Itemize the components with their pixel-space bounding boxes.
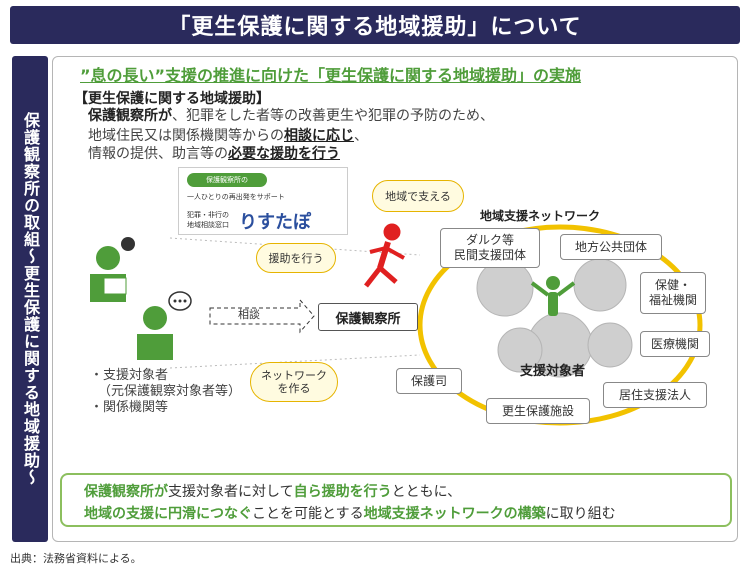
definition-line-1: 保護観察所が、犯罪をした者等の改善更生や犯罪の予防のため、 (88, 105, 494, 125)
node-local-gov: 地方公共団体 (560, 234, 662, 260)
cloud-support-region: 地域で支える (372, 180, 464, 212)
summary-strong-2: 自ら援助を行う (293, 484, 392, 500)
node-volunteer: 保護司 (396, 368, 462, 394)
banner-desk-2: 地域相談窓口 (187, 221, 229, 229)
ristapo-banner: 保護観察所の 一人ひとりの再出発をサポート 犯罪・非行の 地域相談窓口 りすたぽ (178, 167, 348, 235)
node-housing: 居住支援法人 (603, 382, 707, 408)
summary-line-1: 保護観察所が支援対象者に対して自ら援助を行うとともに、 (84, 481, 461, 501)
side-label-bar: 保護観察所の取組〜更生保護に関する地域援助〜 (12, 56, 48, 542)
consult-label: 相談 (238, 308, 260, 321)
banner-name: りすたぽ (239, 212, 311, 233)
definition-text-3a: 情報の提供、助言等の (88, 146, 228, 162)
banner-subtitle: 一人ひとりの再出発をサポート (187, 193, 285, 201)
target-item-1-sub: （元保護観察対象者等） (98, 384, 242, 399)
node-medical: 医療機関 (640, 331, 710, 357)
definition-text-1: 、犯罪をした者等の改善更生や犯罪の予防のため、 (172, 108, 494, 124)
summary-text-3: ことを可能とする (252, 506, 364, 522)
summary-line-2: 地域の支援に円滑につなぐことを可能とする地域支援ネットワークの構築に取り組む (84, 503, 616, 523)
node-darc: ダルク等 民間支援団体 (440, 228, 540, 268)
support-target-label: 支援対象者 (520, 364, 586, 379)
definition-line-3: 情報の提供、助言等の必要な援助を行う (88, 143, 340, 163)
network-title: 地域支援ネットワーク (480, 209, 601, 223)
summary-strong-3: 地域の支援に円滑につなぐ (84, 506, 252, 522)
probation-office-box: 保護観察所 (318, 303, 418, 331)
summary-box: 保護観察所が支援対象者に対して自ら援助を行うとともに、 地域の支援に円滑につなぐ… (60, 473, 732, 527)
target-item-1: ・支援対象者 (90, 368, 169, 383)
definition-text-2a: 地域住民又は関係機関等からの (88, 128, 284, 144)
definition-strong-2: 相談に応じ (284, 128, 354, 144)
cloud-help: 援助を行う (256, 243, 336, 273)
title-bar: 「更生保護に関する地域援助」について (10, 6, 740, 44)
cloud-network: ネットワーク を作る (250, 362, 338, 402)
source-note: 出典：法務省資料による。 (10, 552, 142, 565)
definition-line-2: 地域住民又は関係機関等からの相談に応じ、 (88, 125, 368, 145)
headline: ”息の長い”支援の推進に向けた「更生保護に関する地域援助」の実施 (80, 66, 582, 85)
summary-text-1: 支援対象者に対して (168, 484, 294, 500)
side-label: 保護観察所の取組〜更生保護に関する地域援助〜 (21, 112, 40, 486)
target-item-2: ・関係機関等 (90, 400, 169, 415)
banner-desk-1: 犯罪・非行の (187, 211, 229, 219)
node-rehab-facility: 更生保護施設 (486, 398, 590, 424)
definition-strong-3: 必要な援助を行う (228, 146, 340, 162)
page-title: 「更生保護に関する地域援助」について (168, 15, 582, 40)
definition-strong-1: 保護観察所が (88, 108, 172, 124)
definition-title: 【更生保護に関する地域援助】 (74, 91, 270, 107)
banner-badge: 保護観察所の (187, 173, 267, 187)
summary-strong-1: 保護観察所が (84, 484, 168, 500)
node-health-welfare: 保健・ 福祉機関 (640, 272, 706, 314)
summary-strong-4: 地域支援ネットワークの構築 (363, 506, 546, 522)
summary-text-4: に取り組む (545, 506, 616, 522)
target-list: ・支援対象者 （元保護観察対象者等） ・関係機関等 (90, 368, 241, 416)
definition-text-2b: 、 (354, 128, 368, 144)
banner-desk: 犯罪・非行の 地域相談窓口 (187, 210, 229, 230)
summary-text-2: とともに、 (391, 484, 462, 500)
